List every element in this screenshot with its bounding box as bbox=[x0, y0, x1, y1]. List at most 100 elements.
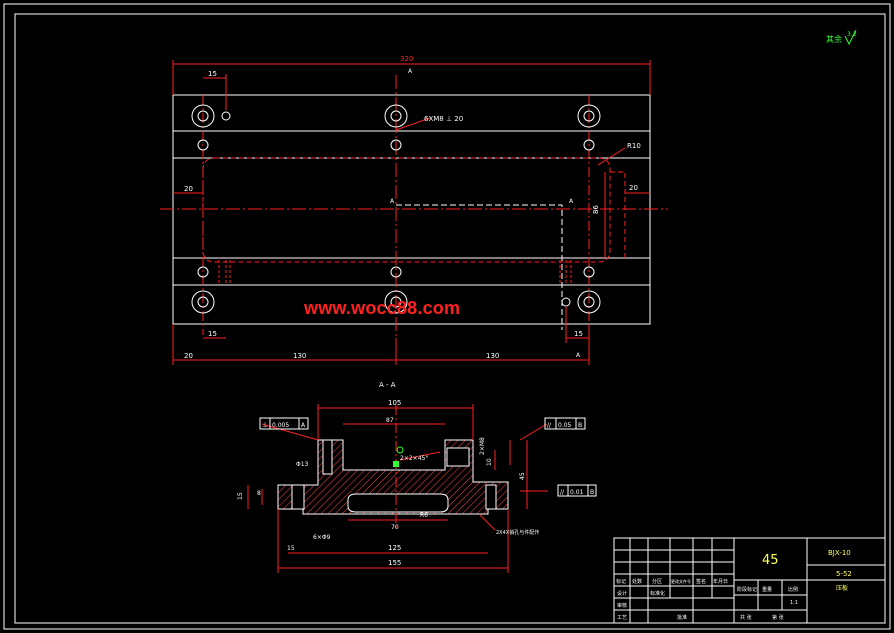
title-block bbox=[613, 537, 886, 624]
tb-material: 45 bbox=[762, 553, 779, 568]
dim-height: 86 bbox=[592, 205, 600, 214]
tapped-hole bbox=[197, 139, 209, 151]
dim-bottom-155: 155 bbox=[388, 559, 401, 567]
tb-sheet-no: 第 张 bbox=[772, 614, 784, 621]
fcf-perp-value: 0.005 bbox=[272, 422, 289, 429]
plan-dimensions bbox=[172, 60, 651, 365]
tb-label-standard: 标准化 bbox=[650, 590, 665, 597]
hidden-slot bbox=[610, 171, 626, 258]
fcf-par1-value: 0.05 bbox=[558, 422, 572, 429]
section-mark-top: A bbox=[408, 68, 413, 75]
tb-label-change: 更改文件号 bbox=[671, 578, 691, 584]
dim-top-width: 105 bbox=[388, 399, 401, 407]
fcf-perp-symbol: ⊥ bbox=[262, 421, 268, 429]
dim-bottom-left-offset: 15 bbox=[208, 330, 217, 338]
section-dimensions bbox=[247, 404, 548, 573]
roughness-symbol-icon bbox=[844, 29, 857, 46]
tb-label-approve: 批准 bbox=[677, 614, 687, 621]
tb-label-scale: 比例 bbox=[788, 586, 798, 593]
counterbore-hole bbox=[583, 296, 595, 308]
counterbore-hole bbox=[384, 104, 408, 128]
fcf-par2-symbol: // bbox=[560, 489, 565, 496]
dim-pitch-right: 130 bbox=[486, 352, 499, 360]
plan-view: 320 15 A 6XM8 ⊥ 20 R10 20 A A 20 86 20 1… bbox=[160, 55, 668, 365]
roughness-label: 其余 bbox=[826, 34, 842, 44]
tb-label-zone: 分区 bbox=[652, 578, 662, 585]
tb-drawing-no: 5-52 bbox=[836, 570, 852, 578]
fcf-perp-datum: A bbox=[301, 422, 306, 429]
watermark: www.wocc88.com bbox=[304, 298, 461, 318]
section-hole-bottom-right bbox=[485, 484, 497, 510]
dim-left-height: 15 bbox=[237, 492, 244, 500]
note-holes: 2X4X销孔与件配作 bbox=[496, 529, 539, 536]
tb-label-design: 设计 bbox=[617, 590, 627, 597]
tb-part-code: BJX-10 bbox=[828, 549, 851, 557]
tb-label-stage: 阶段标记 bbox=[737, 586, 757, 593]
fcf-par2-value: 0.01 bbox=[570, 489, 584, 496]
counterbore-hole bbox=[384, 290, 408, 314]
dim-bottom-right-offset: 15 bbox=[574, 330, 583, 338]
section-title: A - A bbox=[379, 381, 396, 389]
fcf-parallel-2: // 0.01 B bbox=[557, 484, 597, 497]
datum-circle-icon bbox=[396, 446, 404, 454]
dim-left-margin: 20 bbox=[184, 185, 193, 193]
pin-hole-hidden bbox=[218, 260, 572, 285]
tb-sheet-total: 共 张 bbox=[740, 614, 752, 621]
tapped-hole bbox=[583, 139, 595, 151]
fcf-par1-datum: B bbox=[578, 422, 582, 429]
section-hole-bottom-left bbox=[291, 484, 305, 510]
dim-right-margin: 20 bbox=[629, 184, 638, 192]
drawing-frame bbox=[3, 3, 891, 630]
dim-right-small: 10 bbox=[486, 458, 493, 466]
section-hole-right bbox=[446, 447, 470, 467]
section-cut-line bbox=[396, 204, 563, 330]
tapped-hole bbox=[583, 266, 595, 278]
tb-label-process: 工艺 bbox=[617, 615, 627, 621]
counterbore-hole bbox=[191, 104, 215, 128]
hole-group bbox=[191, 104, 601, 314]
dim-bottom-left-margin: 20 bbox=[184, 352, 193, 360]
section-mark-bottom: A bbox=[576, 352, 581, 359]
counterbore-hole bbox=[390, 296, 402, 308]
counterbore-hole bbox=[390, 110, 402, 122]
tapped-hole bbox=[390, 266, 402, 278]
dim-left-step: 8 bbox=[257, 490, 261, 497]
tb-label-mark: 标记 bbox=[616, 578, 626, 585]
dim-hole-offset-top: 15 bbox=[208, 70, 217, 78]
title-block-text: 标记 处数 分区 更改文件号 签名 年月日 设计 审核 工艺 标准化 批准 阶段… bbox=[616, 549, 852, 621]
callout-counterbore: Φ13 bbox=[296, 461, 309, 468]
counterbore-hole bbox=[197, 110, 209, 122]
section-mark-mid-right: A bbox=[569, 198, 574, 205]
dim-bottom-offset: 15 bbox=[287, 545, 295, 552]
small-hole bbox=[561, 297, 571, 307]
dim-vertical-right: 2×M8 bbox=[479, 437, 486, 455]
tb-label-review: 审核 bbox=[617, 602, 627, 609]
section-mark-mid-left: A bbox=[390, 198, 395, 205]
tb-part-name: 压板 bbox=[836, 584, 848, 592]
section-view: A - A bbox=[237, 381, 597, 573]
callout-radius-small: R6 bbox=[420, 512, 428, 519]
fcf-parallel-1: // 0.05 B bbox=[544, 417, 586, 430]
callout-hole: 6×Φ9 bbox=[313, 534, 331, 541]
roughness-value: 3.2 bbox=[847, 31, 857, 38]
tb-label-date: 年月日 bbox=[713, 578, 728, 585]
callout-chamfer: 2×2×45° bbox=[400, 455, 428, 462]
dim-right-height: 45 bbox=[519, 472, 526, 480]
tb-label-sign: 签名 bbox=[696, 578, 706, 585]
fcf-par2-datum: B bbox=[590, 489, 594, 496]
dim-pitch-left: 130 bbox=[293, 352, 306, 360]
roughness-note: 其余 3.2 bbox=[826, 29, 857, 46]
counterbore-hole bbox=[191, 290, 215, 314]
tapped-hole bbox=[390, 139, 402, 151]
section-hole-left bbox=[322, 439, 333, 475]
counterbore-hole bbox=[583, 110, 595, 122]
dim-mid-width: 70 bbox=[391, 524, 399, 531]
tapped-hole bbox=[197, 266, 209, 278]
dim-inner-width: 87 bbox=[386, 417, 394, 424]
dim-overall-width: 320 bbox=[400, 55, 413, 63]
fcf-perpendicularity: ⊥ 0.005 A bbox=[259, 417, 309, 430]
datum-marker bbox=[393, 461, 399, 467]
small-hole bbox=[221, 111, 231, 121]
counterbore-hole bbox=[577, 290, 601, 314]
